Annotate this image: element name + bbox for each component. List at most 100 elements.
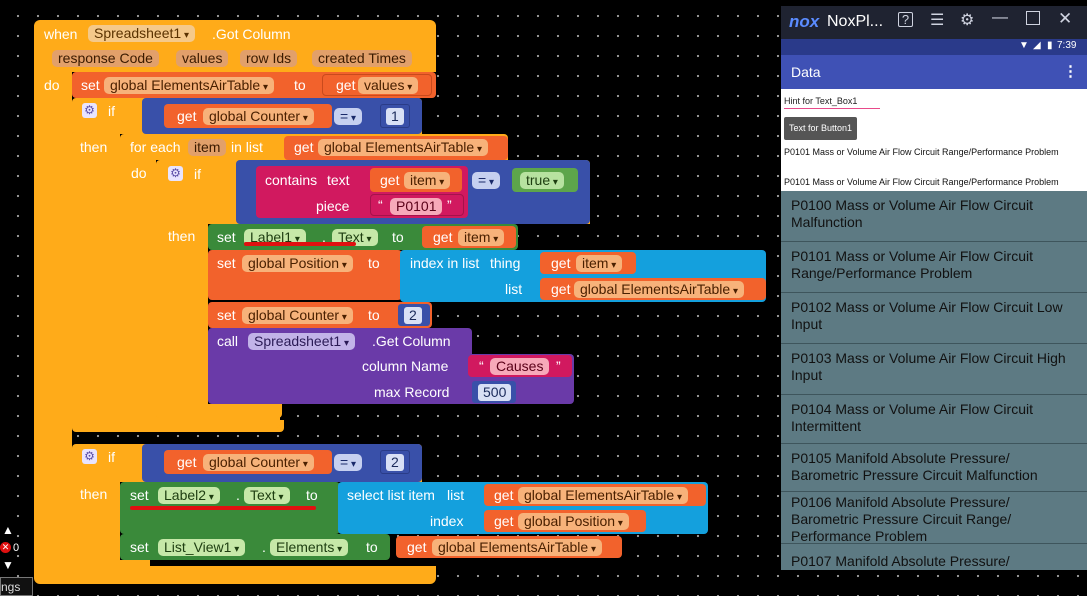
get-label: get [177,108,197,124]
var-dropdown-counter[interactable]: global Counter [203,454,314,471]
do-label: do [131,165,147,181]
to-label: to [368,307,380,323]
overflow-menu-icon[interactable]: ⋮ [1063,63,1078,80]
property-dropdown-text[interactable]: Text [244,487,290,504]
chevron-down-icon[interactable]: ▼ [2,558,14,572]
error-icon: ✕ [0,542,11,553]
operator-dropdown[interactable]: = [472,172,500,189]
operator-dropdown[interactable]: = [334,108,362,125]
list-item[interactable]: P0100 Mass or Volume Air Flow Circuit Ma… [781,191,1087,242]
get-label: get [336,77,356,93]
operator-dropdown[interactable]: = [334,454,362,471]
warning-indicator[interactable]: ▲ ✕ 0 ▼ [0,523,19,575]
event-component-dropdown[interactable]: Spreadsheet1 [88,25,195,42]
logic-true-dropdown[interactable]: true [520,172,564,189]
foreach-item-param[interactable]: item [188,139,227,156]
max-record-label: max Record [374,384,450,400]
var-dropdown-counter[interactable]: global Counter [242,307,353,324]
property-dropdown-text[interactable]: Text [332,229,378,246]
emulator-titlebar[interactable]: nox NoxPl... ? ☰ ⚙ — ✕ [781,6,1087,39]
get-elements-dropdown[interactable]: global ElementsAirTable [318,139,489,156]
textbox1[interactable]: Hint for Text_Box1 [784,96,858,106]
list-label: list [505,281,523,297]
button1[interactable]: Text for Button1 [784,117,857,140]
minimize-icon[interactable]: — [992,9,1008,26]
param-response-code[interactable]: response Code [52,50,159,67]
component-dropdown-spreadsheet[interactable]: Spreadsheet1 [248,333,355,350]
get-item-dropdown[interactable]: item [404,172,451,189]
get-item-dropdown[interactable]: item [458,229,505,246]
list-item[interactable]: P0106 Manifold Absolute Pressure/ Barome… [781,492,1087,544]
chevron-up-icon[interactable]: ▲ [2,523,14,537]
dot-label: . [236,487,240,503]
settings-partial-button[interactable]: ngs [0,577,33,596]
get-elements-dropdown[interactable]: global ElementsAirTable [574,281,745,298]
get-label: get [494,513,514,529]
list-item[interactable]: P0104 Mass or Volume Air Flow Circuit In… [781,395,1087,444]
list-item[interactable]: P0101 Mass or Volume Air Flow Circuit Ra… [781,242,1087,293]
to-label: to [306,487,318,503]
app-bar: Data ⋮ [781,55,1087,89]
close-icon[interactable]: ✕ [1058,9,1073,28]
piece-string-value[interactable]: P0101 [390,198,443,215]
get-label: get [294,139,314,155]
list-item[interactable]: P0103 Mass or Volume Air Flow Circuit Hi… [781,344,1087,395]
get-label: get [177,454,197,470]
maximize-icon[interactable] [1026,11,1040,25]
list-item[interactable]: P0102 Mass or Volume Air Flow Circuit Lo… [781,293,1087,344]
param-row-ids[interactable]: row Ids [240,50,298,67]
column-name-value[interactable]: Causes [490,358,550,375]
event-when-label: when [44,26,78,42]
menu-icon[interactable]: ☰ [930,12,945,29]
component-dropdown-label1[interactable]: Label1 [244,229,306,246]
list-item[interactable]: P0105 Manifold Absolute Pressure/ Barome… [781,444,1087,492]
component-dropdown-label2[interactable]: Label2 [158,487,220,504]
var-dropdown-counter[interactable]: global Counter [203,108,314,125]
if-contains-side [156,224,208,404]
max-record-value[interactable]: 500 [478,384,512,401]
if-label: if [194,166,201,182]
param-created-times[interactable]: created Times [312,50,412,67]
get-elements-dropdown[interactable]: global ElementsAirTable [432,539,603,556]
in-list-label: in list [231,139,263,155]
select-list-item-label: select list item [347,487,435,503]
param-values[interactable]: values [176,50,229,67]
event-side [34,72,72,566]
help-icon[interactable]: ? [898,12,913,27]
nox-emulator-window[interactable]: nox NoxPl... ? ☰ ⚙ — ✕ ▼ ◢ ▮ 7:39 Data ⋮… [781,6,1087,570]
quote-close: ” [447,197,452,213]
then-label: then [80,486,108,502]
foreach-side [120,160,156,410]
get-item-dropdown[interactable]: item [576,255,623,272]
gear-icon[interactable]: ⚙ [82,103,97,118]
property-dropdown-elements[interactable]: Elements [270,539,349,556]
number-value[interactable]: 1 [386,108,404,125]
get-elements-dropdown[interactable]: global ElementsAirTable [518,487,689,504]
number-value[interactable]: 2 [386,454,404,471]
if1-side [72,134,120,420]
then-label: then [168,228,196,244]
component-dropdown-listview[interactable]: List_View1 [158,539,246,556]
var-dropdown-elements[interactable]: global ElementsAirTable [104,77,275,94]
get-label: get [407,539,427,555]
if-contains-footer [156,404,282,418]
event-do-label: do [44,77,60,93]
app-content: Hint for Text_Box1 Text for Button1 P010… [781,89,1087,191]
list-item[interactable]: P0107 Manifold Absolute Pressure/ [781,544,1087,570]
thing-label: thing [490,255,521,271]
get-label: get [494,487,514,503]
dot-label: . [262,539,266,555]
gear-icon[interactable]: ⚙ [960,12,975,29]
red-annotation-underline [244,242,356,246]
foreach-label: for each [130,139,181,155]
to-label: to [294,77,306,93]
var-dropdown-position[interactable]: global Position [242,255,353,272]
get-values-dropdown[interactable]: values [358,77,419,94]
number-value[interactable]: 2 [404,307,422,324]
nox-logo: nox [789,12,820,31]
set-label: set [217,255,236,271]
gear-icon[interactable]: ⚙ [82,449,97,464]
get-label: get [551,255,571,271]
get-position-dropdown[interactable]: global Position [518,513,629,530]
gear-icon[interactable]: ⚙ [168,166,183,181]
